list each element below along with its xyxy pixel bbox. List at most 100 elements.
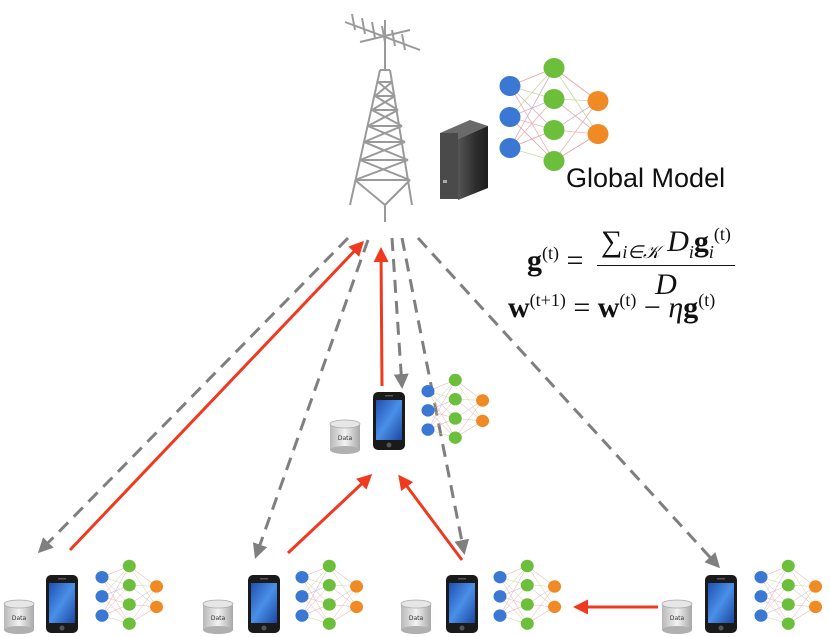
update-equation: w(t+1) = w(t) − ηg(t) bbox=[508, 290, 716, 324]
device-2: Data bbox=[202, 559, 364, 634]
data-label: Data bbox=[338, 435, 353, 442]
network-node bbox=[421, 384, 435, 398]
global-model-network-icon bbox=[499, 58, 609, 171]
data-label: Data bbox=[670, 615, 685, 622]
downlink-arrow bbox=[390, 237, 409, 389]
network-node bbox=[295, 570, 309, 584]
network-node bbox=[493, 609, 507, 622]
network-edges bbox=[301, 565, 357, 624]
database-icon: Data bbox=[400, 599, 432, 634]
network-node bbox=[543, 89, 565, 109]
network-node bbox=[520, 617, 534, 630]
local-model-network-icon bbox=[295, 559, 364, 630]
network-node bbox=[350, 580, 364, 593]
network-node bbox=[493, 570, 507, 584]
downlink-arrow bbox=[416, 236, 721, 569]
network-node bbox=[322, 579, 336, 592]
network-node bbox=[543, 58, 565, 78]
network-node bbox=[476, 394, 490, 407]
data-label: Data bbox=[409, 615, 424, 622]
device-3: Data bbox=[400, 559, 562, 634]
network-edges bbox=[509, 67, 599, 162]
network-node bbox=[781, 579, 795, 592]
local-model-network-icon bbox=[95, 559, 164, 630]
network-node bbox=[95, 590, 109, 603]
network-node bbox=[322, 559, 336, 573]
global-model-label: Global Model bbox=[566, 163, 726, 193]
network-node bbox=[520, 559, 534, 573]
network-node bbox=[295, 609, 309, 622]
smartphone-icon bbox=[248, 575, 280, 633]
database-icon: Data bbox=[202, 599, 234, 634]
network-node bbox=[421, 404, 435, 417]
network-node bbox=[587, 124, 609, 144]
network-node bbox=[448, 393, 462, 406]
downlink-arrow bbox=[252, 239, 370, 559]
data-label: Data bbox=[12, 615, 27, 622]
network-node bbox=[520, 598, 534, 611]
network-node bbox=[754, 570, 768, 584]
local-model-network-icon bbox=[421, 373, 490, 444]
network-node bbox=[122, 559, 136, 573]
uplink-arrow bbox=[286, 473, 373, 555]
network-node bbox=[95, 570, 109, 584]
network-node bbox=[809, 600, 823, 614]
network-node bbox=[809, 580, 823, 593]
network-node bbox=[781, 598, 795, 611]
smartphone-icon bbox=[446, 575, 478, 633]
aggregation-equation: g(t) = ∑i∈𝒦 Digi(t) D bbox=[527, 224, 735, 302]
network-node bbox=[499, 76, 521, 96]
network-node bbox=[350, 600, 364, 614]
communication-arrows bbox=[37, 236, 721, 615]
uplink-arrow bbox=[68, 240, 365, 552]
smartphone-icon bbox=[705, 575, 737, 633]
network-node bbox=[548, 600, 562, 614]
uplink-arrow bbox=[373, 247, 389, 387]
network-node bbox=[493, 590, 507, 603]
network-node bbox=[150, 580, 164, 593]
network-node bbox=[295, 590, 309, 603]
server-icon bbox=[440, 120, 488, 200]
local-model-network-icon bbox=[754, 559, 823, 630]
data-label: Data bbox=[211, 615, 226, 622]
device-4: Data bbox=[329, 373, 490, 454]
database-icon: Data bbox=[3, 599, 35, 634]
network-node bbox=[781, 617, 795, 630]
network-node bbox=[122, 598, 136, 611]
network-node bbox=[448, 412, 462, 425]
device-1: Data bbox=[3, 559, 164, 634]
local-model-network-icon bbox=[493, 559, 562, 630]
network-node bbox=[754, 609, 768, 622]
network-node bbox=[548, 580, 562, 593]
network-node bbox=[322, 617, 336, 630]
network-node bbox=[122, 579, 136, 592]
smartphone-icon bbox=[46, 575, 78, 633]
network-node bbox=[587, 91, 609, 111]
network-node bbox=[520, 579, 534, 592]
uplink-arrow bbox=[398, 474, 464, 561]
network-edges bbox=[499, 565, 555, 624]
network-node bbox=[448, 373, 462, 387]
smartphone-icon bbox=[373, 392, 405, 450]
downlink-arrow bbox=[400, 237, 470, 555]
network-node bbox=[476, 414, 490, 428]
network-node bbox=[754, 590, 768, 603]
downlink-arrow bbox=[37, 236, 350, 554]
network-node bbox=[499, 107, 521, 127]
antenna-tower-icon bbox=[344, 13, 421, 222]
network-node bbox=[122, 617, 136, 630]
network-node bbox=[448, 431, 462, 444]
network-node bbox=[543, 120, 565, 140]
network-node bbox=[421, 423, 435, 436]
network-node bbox=[499, 138, 521, 158]
network-edges bbox=[760, 565, 816, 624]
network-node bbox=[150, 600, 164, 614]
device-5: Data bbox=[661, 559, 823, 634]
network-edges bbox=[101, 565, 157, 624]
network-node bbox=[322, 598, 336, 611]
network-node bbox=[781, 559, 795, 573]
network-node bbox=[95, 609, 109, 622]
database-icon: Data bbox=[661, 599, 693, 634]
